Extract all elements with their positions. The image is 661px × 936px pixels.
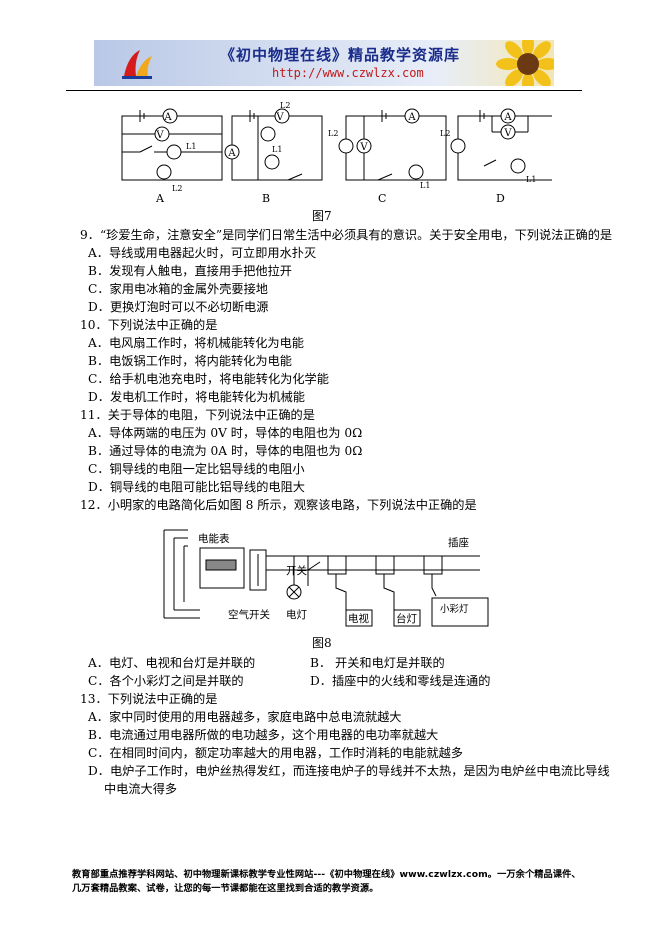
circuit-b-ammeter: A — [227, 148, 236, 159]
q9-option-b: B．发现有人触电，直接用手把他拉开 — [88, 264, 292, 278]
q12-stem: 12．小明家的电路简化后如图 8 所示，观察该电路，下列说法中正确的是 — [80, 498, 477, 512]
socket-2 — [375, 555, 395, 575]
sunflower-icon — [496, 40, 554, 86]
q11-option-d: D．铜导线的电阻可能比铝导线的电阻大 — [88, 480, 305, 494]
circuit-c-ammeter: A — [407, 112, 416, 123]
q11-option-a: A．导体两端的电压为 0V 时，导体的电阻也为 0Ω — [88, 426, 363, 440]
site-url[interactable]: http://www.czwlzx.com — [272, 66, 424, 80]
figure-8-caption: 图8 — [312, 636, 332, 650]
q13-stem: 13．下列说法中正确的是 — [80, 692, 218, 706]
switch-label: 开关 — [286, 564, 307, 577]
footer-line-2: 几万套精品教案、试卷，让您的每一节课都能在这里找到合适的教学资源。 — [72, 883, 379, 894]
label-c: C — [378, 192, 386, 205]
circuit-d-voltmeter: V — [503, 128, 512, 139]
desk-lamp-label: 台灯 — [396, 612, 417, 625]
q13-option-a: A．家中同时使用的用电器越多，家庭电路中总电流就越大 — [88, 710, 402, 724]
circuit-c-lamp1-label: L1 — [420, 181, 430, 190]
figure-8-home-circuit: 电能表 开关 空气开关 电灯 电视 台灯 插座 小彩灯 — [163, 529, 489, 627]
label-b: B — [262, 192, 270, 205]
circuit-b — [224, 108, 323, 181]
circuit-b-lamp1-label: L1 — [272, 145, 282, 154]
q9-option-c: C．家用电冰箱的金属外壳要接地 — [88, 282, 268, 296]
q10-option-a: A．电风扇工作时，将机械能转化为电能 — [88, 336, 304, 350]
q12-option-b: B． 开关和电灯是并联的 — [310, 656, 445, 670]
air-switch-label: 空气开关 — [228, 608, 270, 621]
label-d: D — [496, 192, 505, 205]
circuit-a-lamp1-label: L1 — [186, 142, 196, 151]
energy-meter-box — [199, 547, 245, 589]
circuit-b-voltmeter: V — [275, 112, 284, 123]
circuit-a-voltmeter: V — [155, 130, 164, 141]
circuit-c-lamp2-label: L2 — [328, 129, 338, 138]
q12-option-c: C．各个小彩灯之间是并联的 — [88, 674, 244, 688]
q13-option-d: D．电炉子工作时，电炉丝热得发红，而连接电炉子的导线并不太热，是因为电炉丝中电流… — [88, 764, 610, 778]
circuit-d — [450, 108, 552, 181]
site-title: 《初中物理在线》精品教学资源库 — [220, 46, 461, 64]
q11-option-c: C．铜导线的电阻一定比铝导线的电阻小 — [88, 462, 305, 476]
lamp-label: 电灯 — [286, 608, 307, 621]
q13-option-c: C．在相同时间内，额定功率越大的用电器，工作时消耗的电能就越多 — [88, 746, 463, 760]
header-rule — [66, 90, 582, 91]
q10-option-b: B．电饭锅工作时，将内能转化为电能 — [88, 354, 292, 368]
q12-option-a: A．电灯、电视和台灯是并联的 — [88, 656, 256, 670]
q10-option-c: C．给手机电池充电时，将电能转化为化学能 — [88, 372, 329, 386]
string-lights-label: 小彩灯 — [440, 604, 469, 615]
socket-label: 插座 — [448, 536, 469, 549]
q11-option-b: B．通过导体的电流为 0A 时，导体的电阻也为 0Ω — [88, 444, 363, 458]
q10-stem: 10．下列说法中正确的是 — [80, 318, 218, 332]
q9-option-a: A．导线或用电器起火时，可立即用水扑灭 — [88, 246, 317, 260]
energy-meter-label: 电能表 — [198, 532, 230, 545]
footer-line-1: 教育部重点推荐学科网站、初中物理新课标教学专业性网站---《初中物理在线》www… — [72, 869, 581, 880]
figure-7-circuits: A V L1 L2 V A L1 L2 A V L2 L1 A V L2 L1 … — [121, 101, 552, 205]
circuit-c-voltmeter: V — [359, 142, 368, 153]
circuit-a — [121, 108, 223, 181]
q9-option-d: D．更换灯泡时可以不必切断电源 — [88, 300, 269, 314]
circuit-d-lamp2-label: L2 — [440, 129, 450, 138]
q12-option-d: D．插座中的火线和零线是连通的 — [310, 674, 491, 688]
circuit-d-lamp1-label: L1 — [526, 175, 536, 184]
desk-lamp-box — [393, 609, 421, 627]
circuit-d-ammeter: A — [503, 112, 512, 123]
circuit-b-lamp2-label: L2 — [280, 101, 290, 110]
circuit-a-ammeter: A — [163, 112, 172, 123]
q9-stem: 9．“珍爱生命，注意安全”是同学们日常生活中必须具有的意识。关于安全用电，下列说… — [80, 228, 613, 242]
circuit-c — [338, 108, 447, 181]
site-logo-icon — [122, 50, 152, 79]
circuit-a-lamp2-label: L2 — [172, 184, 182, 193]
figure-7-caption: 图7 — [312, 209, 332, 223]
tv-label: 电视 — [348, 612, 369, 625]
header-banner: 《初中物理在线》精品教学资源库 http://www.czwlzx.com — [94, 40, 554, 86]
q10-option-d: D．发电机工作时，将电能转化为机械能 — [88, 390, 305, 404]
socket-3 — [423, 555, 443, 575]
socket-1 — [327, 555, 347, 575]
label-a: A — [155, 192, 165, 205]
q13-option-b: B．电流通过用电器所做的电功越多，这个用电器的电功率就越大 — [88, 728, 439, 742]
q13-option-d-continuation: 中电流大得多 — [104, 782, 178, 796]
q11-stem: 11．关于导体的电阻，下列说法中正确的是 — [80, 408, 315, 422]
string-lights-box — [431, 597, 489, 627]
tv-box — [345, 609, 373, 627]
